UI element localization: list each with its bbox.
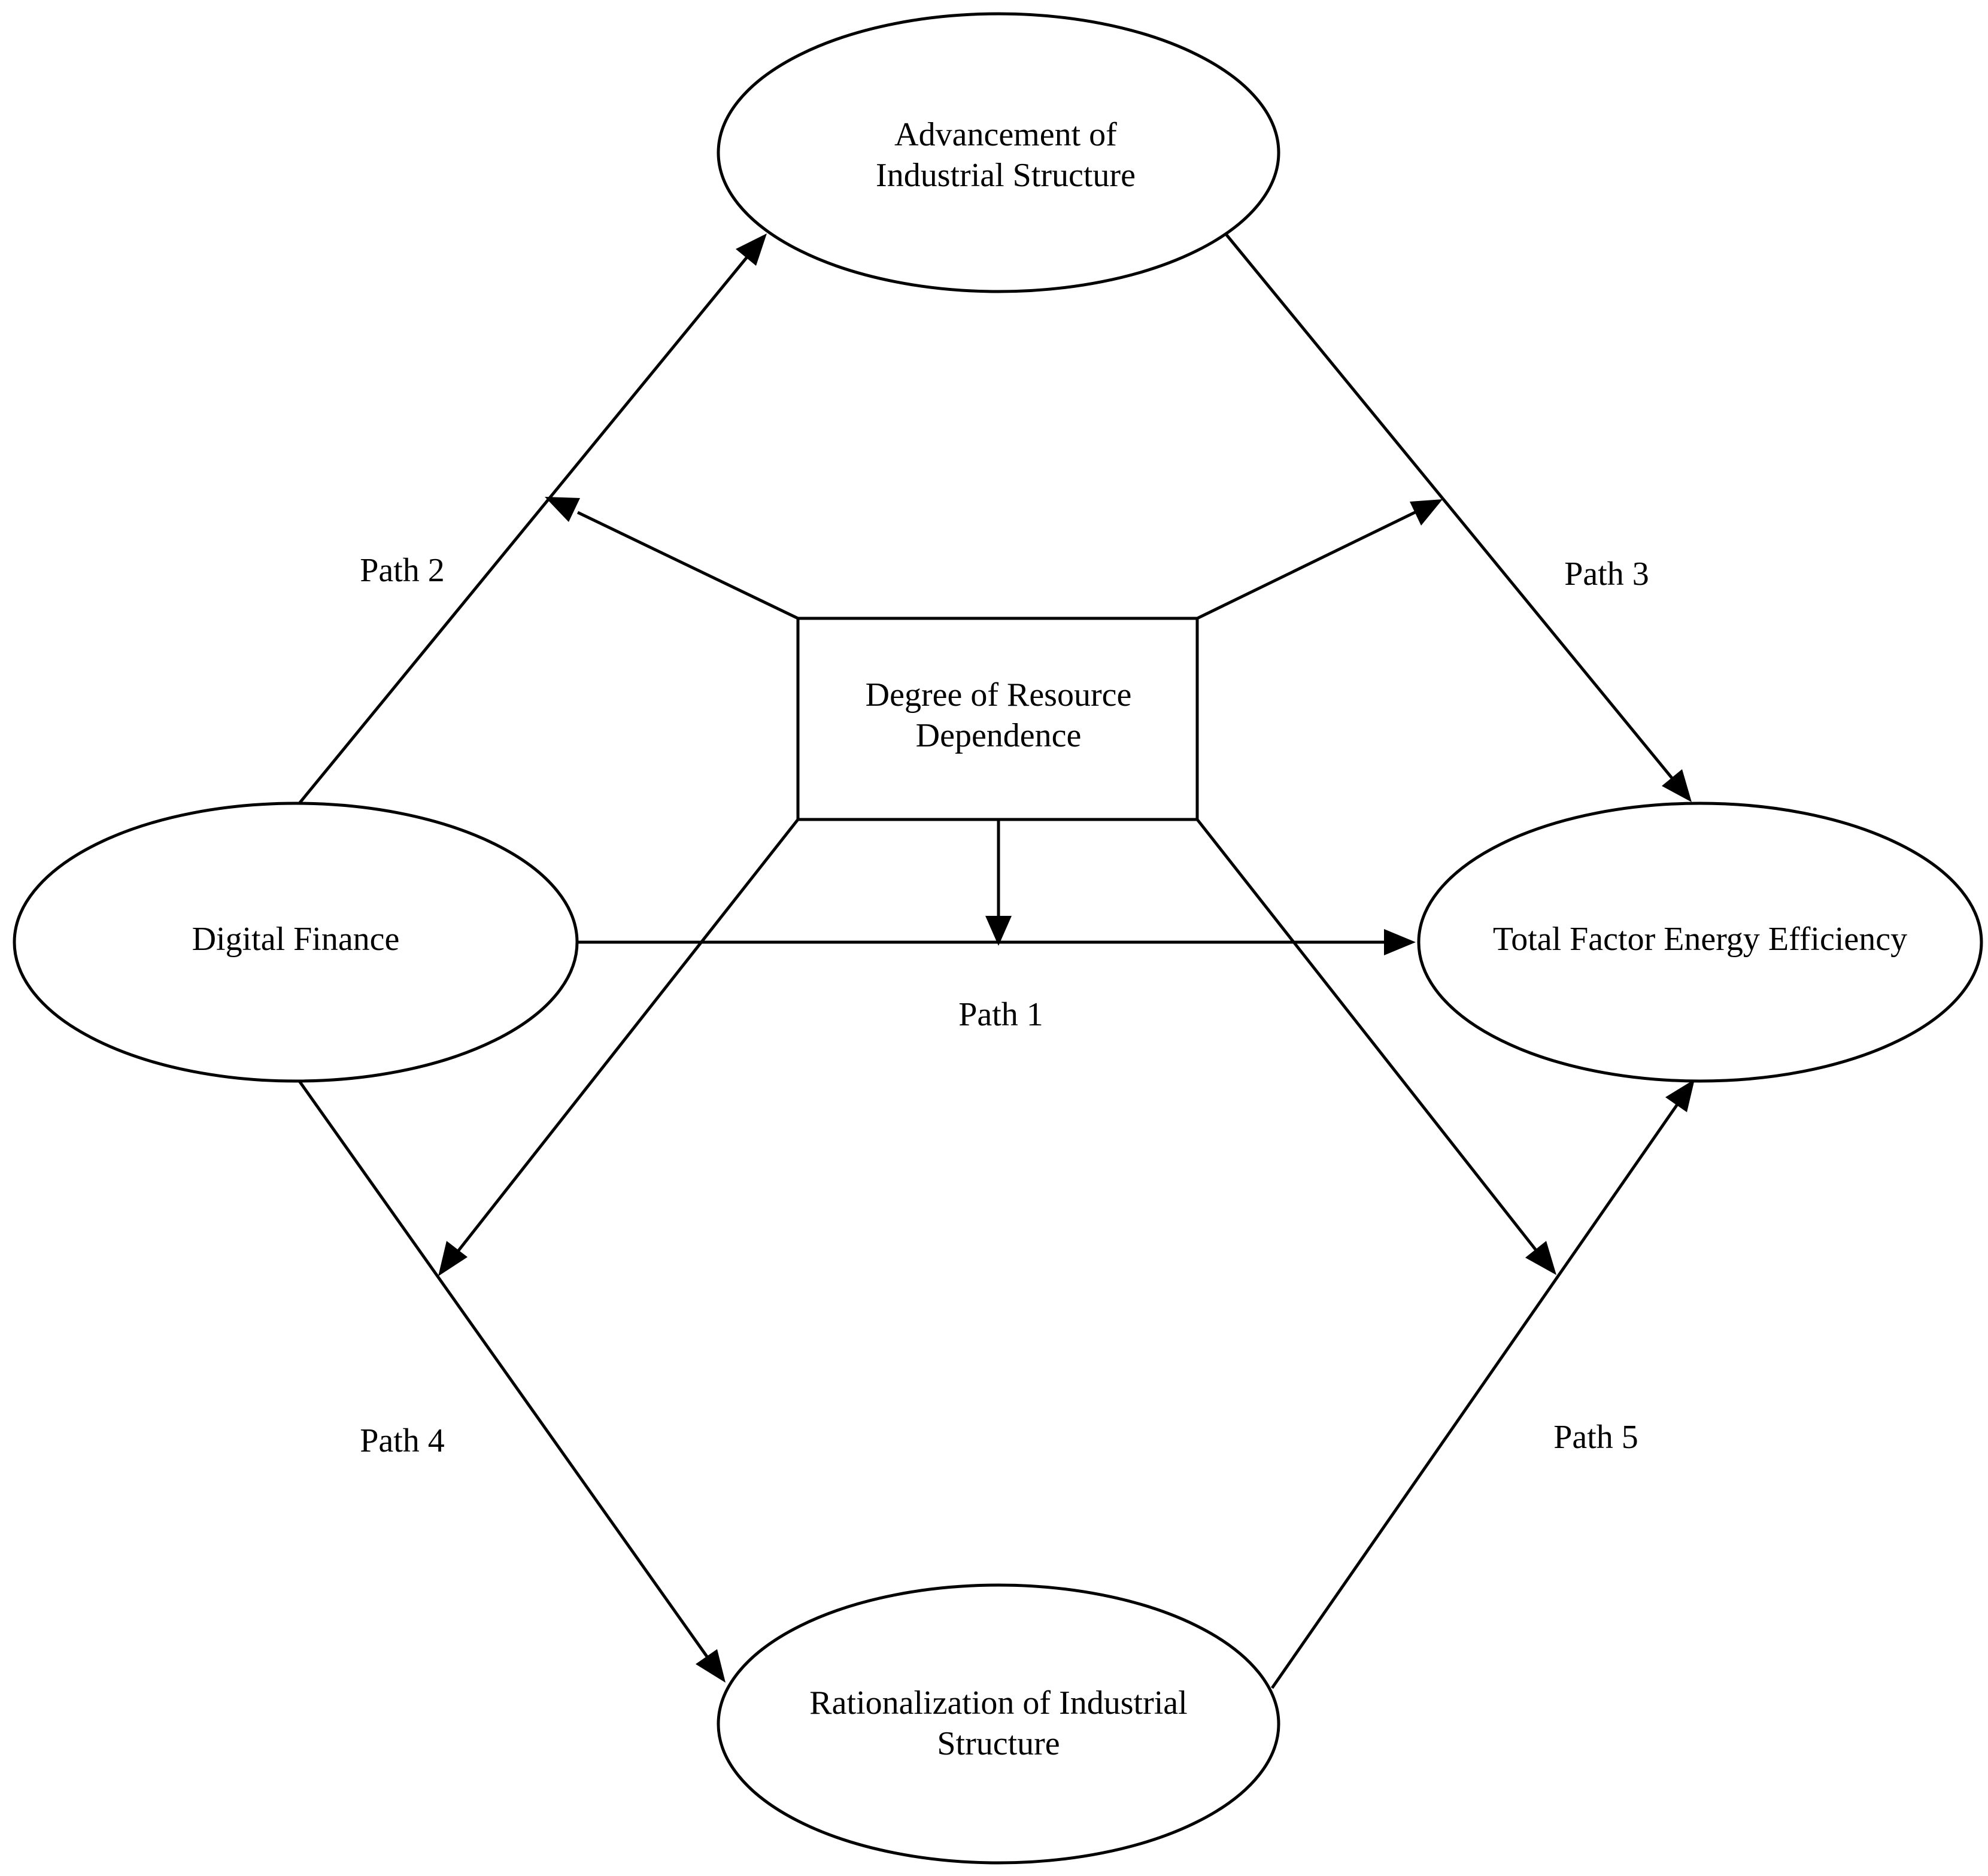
arrowhead-tfee-bottom bbox=[1665, 1079, 1695, 1112]
arrowhead-tfee-top bbox=[1662, 769, 1692, 802]
tfee-label: Total Factor Energy Efficiency bbox=[1493, 921, 1907, 958]
edge-resource-to-path5 bbox=[1196, 818, 1543, 1258]
rationalization-label-line1: Rationalization of Industrial bbox=[809, 1684, 1187, 1722]
resource-label-line1: Degree of Resource bbox=[866, 676, 1132, 714]
edge-resource-to-path4 bbox=[451, 818, 799, 1260]
digital-finance-label: Digital Finance bbox=[192, 921, 400, 958]
path-4-label: Path 4 bbox=[360, 1422, 445, 1459]
arrowhead-rationalization bbox=[696, 1649, 726, 1683]
node-advancement-of-industrial-structure: Advancement of Industrial Structure bbox=[717, 12, 1280, 293]
edge-rationalization-to-tfee bbox=[1270, 1095, 1685, 1689]
edge-resource-to-path3 bbox=[1196, 506, 1426, 620]
edge-digital-finance-to-advancement bbox=[298, 241, 760, 805]
path-3-label: Path 3 bbox=[1564, 555, 1649, 593]
node-total-factor-energy-efficiency: Total Factor Energy Efficiency bbox=[1417, 802, 1983, 1083]
arrowhead-path5 bbox=[1525, 1241, 1556, 1275]
edge-digital-finance-to-rationalization bbox=[298, 1080, 715, 1667]
node-degree-of-resource-dependence: Degree of Resource Dependence bbox=[796, 617, 1199, 821]
path-1-label: Path 1 bbox=[958, 996, 1043, 1033]
edge-advancement-to-tfee bbox=[1224, 232, 1682, 790]
arrowhead-path3 bbox=[1410, 499, 1443, 526]
edge-resource-to-path2 bbox=[576, 511, 799, 620]
node-rationalization-of-industrial-structure: Rationalization of Industrial Structure bbox=[717, 1583, 1280, 1865]
arrowhead-path4 bbox=[438, 1241, 468, 1276]
rationalization-label-line2: Structure bbox=[937, 1725, 1060, 1762]
resource-label-line2: Dependence bbox=[916, 717, 1082, 754]
advancement-label-line1: Advancement of bbox=[894, 116, 1117, 153]
advancement-label-line2: Industrial Structure bbox=[876, 157, 1136, 194]
arrowhead-path1 bbox=[985, 916, 1012, 946]
arrowhead-tfee-left bbox=[1384, 929, 1416, 955]
node-digital-finance: Digital Finance bbox=[13, 802, 579, 1083]
path-5-label: Path 5 bbox=[1553, 1419, 1638, 1456]
path-2-label: Path 2 bbox=[360, 552, 445, 589]
arrowhead-advancement bbox=[736, 233, 767, 266]
arrowhead-path2 bbox=[545, 497, 580, 522]
